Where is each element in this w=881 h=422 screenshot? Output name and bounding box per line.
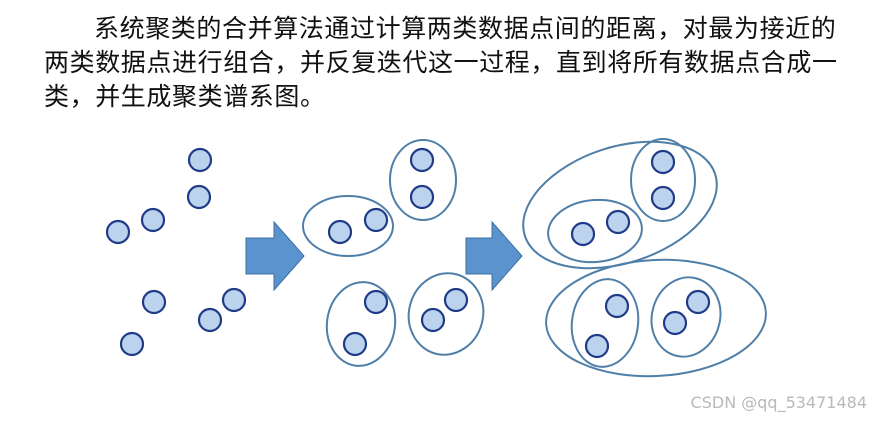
data-point [187,147,213,173]
data-point [221,287,247,313]
cluster-ellipse [630,138,696,222]
stage-2-clusters [302,139,485,367]
data-point [140,207,166,233]
arrow-right-icon [245,220,305,292]
cluster-ellipse [389,139,457,221]
data-point [141,289,167,315]
cluster-ellipse [545,258,767,378]
data-point [650,149,676,175]
cluster-ellipse [522,140,718,270]
data-point [197,307,223,333]
data-point [604,293,630,319]
cluster-ellipse [407,272,485,356]
data-point [363,207,389,233]
data-point [327,219,353,245]
data-point [650,185,676,211]
data-point [605,209,631,235]
description-text: 系统聚类的合并算法通过计算两类数据点间的距离，对最为接近的两类数据点进行组合，并… [44,14,838,111]
data-point [119,331,145,357]
data-point [584,333,610,359]
stage-3-clusters [522,138,767,378]
cluster-ellipse [547,198,643,264]
data-point [443,287,469,313]
data-point [105,219,131,245]
data-point [409,184,435,210]
cluster-ellipse [650,276,722,358]
data-point [363,289,389,315]
data-point [409,147,435,173]
data-point [420,307,446,333]
cluster-ellipse [570,278,640,368]
data-point [570,221,596,247]
cluster-ellipse [325,281,397,367]
data-point [685,289,711,315]
data-point [342,331,368,357]
stage-1-points [105,147,247,357]
arrow-right-icon [465,220,523,292]
data-point [662,310,688,336]
cluster-ellipse [302,195,394,257]
data-point [186,184,212,210]
watermark: CSDN @qq_53471484 [690,393,867,412]
